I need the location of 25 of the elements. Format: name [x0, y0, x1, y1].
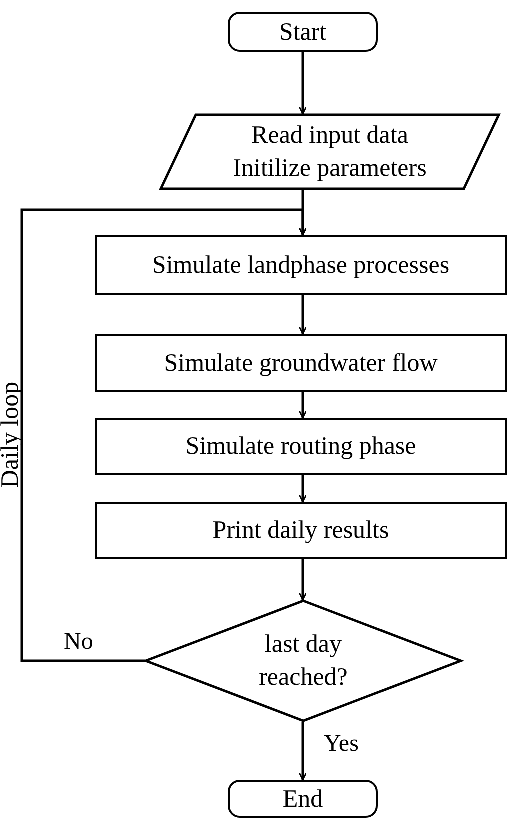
node-text: Simulate landphase processes [152, 250, 450, 280]
node-text: Start [279, 18, 327, 48]
arrow [298, 722, 308, 781]
node-text: Print daily results [212, 516, 390, 546]
input-parallelogram [160, 114, 500, 190]
node-text: End [282, 784, 324, 814]
terminal-box [228, 780, 378, 818]
terminal-box [228, 12, 378, 52]
arrow [298, 295, 308, 335]
arrow [298, 52, 308, 115]
node-text: last day reached? [258, 630, 349, 693]
arrow [20, 208, 308, 662]
node-text: Initilize parameters [233, 154, 427, 184]
arrow [298, 475, 308, 503]
process-box [95, 235, 507, 295]
loop-label: Daily loop [0, 382, 26, 488]
arrow [298, 559, 308, 601]
node-text: Simulate groundwater flow [164, 348, 438, 378]
node-text: Read input data [252, 121, 408, 151]
arrow [298, 392, 308, 419]
decision-diamond [145, 600, 462, 722]
process-box [95, 502, 507, 559]
process-box [95, 418, 507, 475]
node-text: Simulate routing phase [186, 432, 416, 462]
process-box [95, 334, 507, 392]
